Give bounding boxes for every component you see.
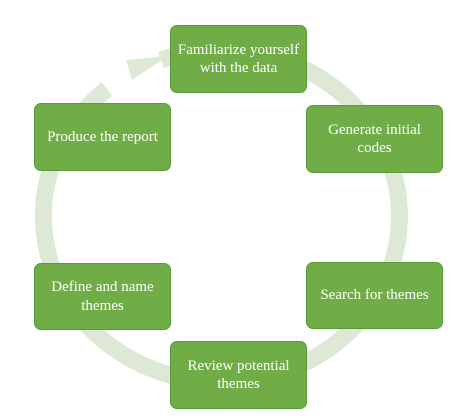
cycle-ring bbox=[34, 41, 408, 391]
stage-review-themes-label: Review potential themes bbox=[187, 357, 290, 392]
stage-define-themes-label: Define and name themes bbox=[51, 279, 154, 314]
stage-generate-codes-box: Generate initial codes bbox=[306, 105, 443, 173]
stage-produce-report-label: Produce the report bbox=[47, 128, 158, 145]
stage-familiarize-box: Familiarize yourself with the data bbox=[170, 25, 307, 93]
stage-search-themes-box: Search for themes bbox=[306, 262, 443, 329]
stage-define-themes-box: Define and name themes bbox=[34, 263, 171, 330]
stage-familiarize-label: Familiarize yourself with the data bbox=[177, 41, 300, 76]
stage-produce-report-box: Produce the report bbox=[34, 103, 171, 171]
stage-search-themes-label: Search for themes bbox=[320, 287, 429, 304]
cycle-arrow-icon bbox=[34, 41, 408, 391]
cycle-arrowhead bbox=[126, 56, 168, 80]
stage-review-themes-box: Review potential themes bbox=[170, 341, 307, 409]
stage-generate-codes-label: Generate initial codes bbox=[328, 121, 421, 156]
